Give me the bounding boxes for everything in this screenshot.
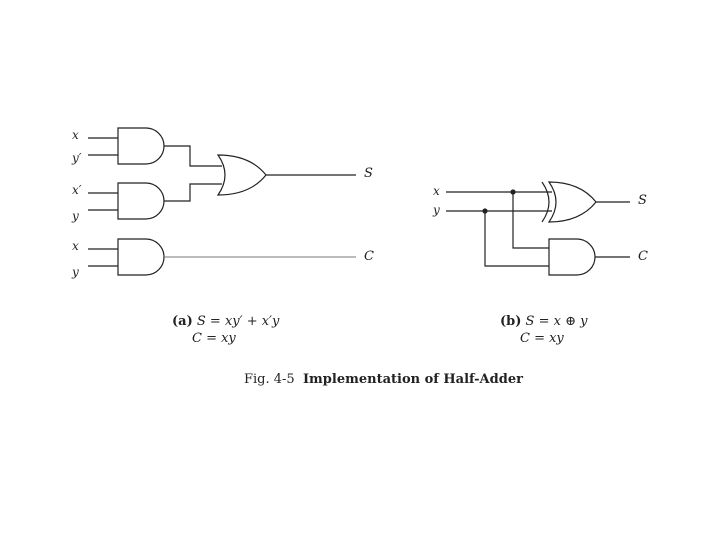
tag-b: (b) xyxy=(500,314,522,329)
equation-a-carry: C = xy xyxy=(192,331,236,346)
xor-gate-b xyxy=(549,182,596,222)
output-label-b-s: S xyxy=(638,193,647,208)
output-label-b-c: C xyxy=(638,249,648,264)
figure-number: Fig. 4-5 xyxy=(244,372,295,387)
equation-b-carry: C = xy xyxy=(520,331,564,346)
figure-caption: Fig. 4-5 Implementation of Half-Adder xyxy=(244,372,523,387)
wire-a-and1-or xyxy=(164,146,222,166)
xor-input-curve xyxy=(542,182,549,222)
equation-b-sum: S = x ⊕ y xyxy=(525,314,588,329)
output-label-a-c: C xyxy=(364,249,374,264)
circuit-a xyxy=(88,128,356,275)
equations-a: (a) S = xy′ + x′y C = xy xyxy=(172,313,279,347)
input-label-a-x2: x′ xyxy=(72,183,82,197)
and-gate-a2 xyxy=(118,183,164,219)
input-label-b-y: y xyxy=(433,203,440,217)
input-label-a-y2: y xyxy=(72,209,79,223)
input-label-a-y3: y xyxy=(72,265,79,279)
input-label-b-x: x xyxy=(433,184,440,198)
and-gate-b xyxy=(549,239,595,275)
wire-a-and2-or xyxy=(164,184,222,201)
figure-title: Implementation of Half-Adder xyxy=(302,372,523,387)
equations-b: (b) S = x ⊕ y C = xy xyxy=(500,313,587,347)
junction-dot-y xyxy=(482,208,488,214)
tag-a: (a) xyxy=(172,314,193,329)
circuit-b xyxy=(446,182,630,275)
input-label-a-y1: y′ xyxy=(72,151,82,165)
equation-a-sum: S = xy′ + x′y xyxy=(196,314,280,329)
and-gate-a3 xyxy=(118,239,164,275)
input-label-a-x1: x xyxy=(72,128,79,142)
input-label-a-x3: x xyxy=(72,239,79,253)
and-gate-a1 xyxy=(118,128,164,164)
wire-b-y-branch xyxy=(485,211,549,266)
output-label-a-s: S xyxy=(364,166,373,181)
junction-dot-x xyxy=(510,189,516,195)
or-gate-a xyxy=(218,155,266,195)
